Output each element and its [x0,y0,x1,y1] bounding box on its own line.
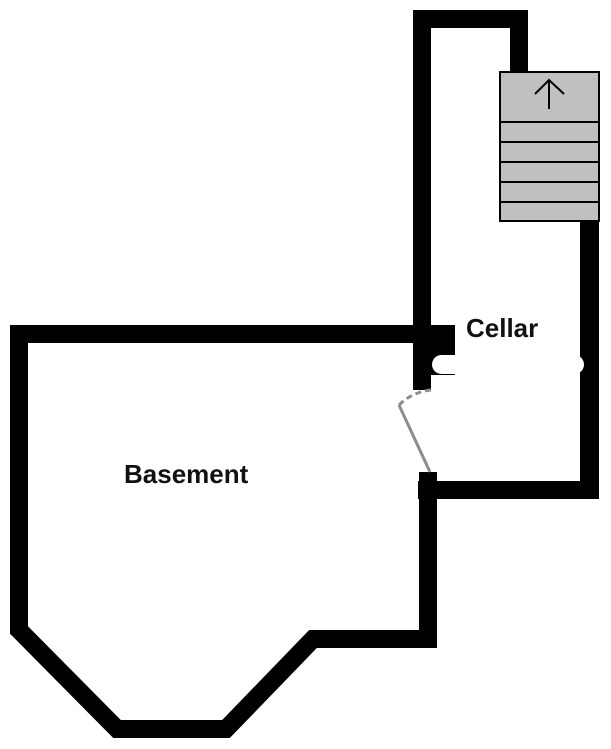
door-swing-arc [397,388,432,407]
stair-body [499,71,600,222]
cellar-right-wall [580,221,599,499]
door-leaf [397,404,432,473]
cellar-left-wall [413,10,431,390]
cellar-right-upper-wall [510,10,528,72]
room-label-cellar: Cellar [466,313,539,343]
door[interactable] [397,388,432,473]
basement-outer-wall [9,334,437,738]
cellar-bottom-wall [418,481,599,499]
room-label-basement: Basement [124,459,249,489]
basement-walls [9,325,455,738]
basement-top-wall [10,325,455,343]
stairs[interactable] [499,71,600,222]
cellar-top-wall [413,10,528,28]
arrow-up-icon [534,78,565,109]
